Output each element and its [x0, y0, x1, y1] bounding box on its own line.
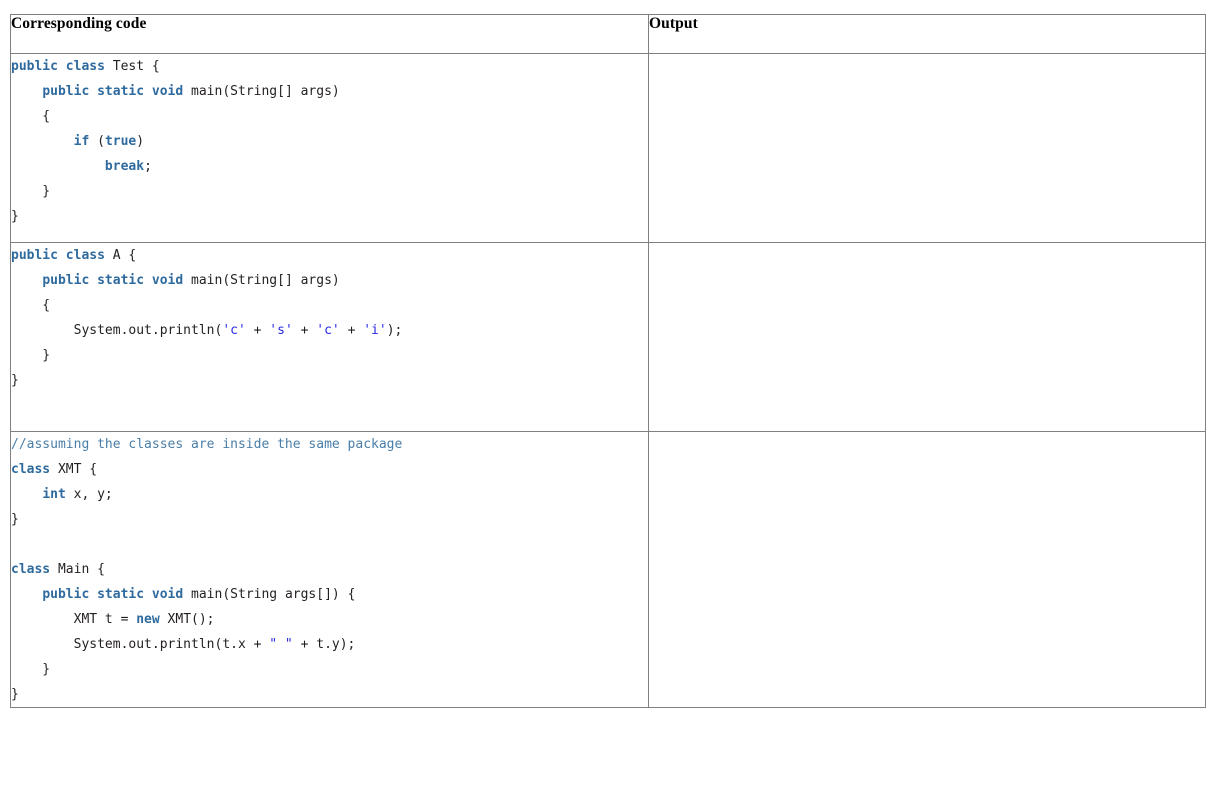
code-token: int: [42, 487, 66, 502]
code-token: XMT();: [159, 612, 215, 627]
output-cell: [648, 53, 1206, 243]
code-token: }: [11, 512, 19, 527]
header-label-output: Output: [649, 15, 698, 32]
code-token: }: [11, 373, 19, 388]
code-token: new: [136, 612, 160, 627]
code-line: public class Test {: [11, 55, 648, 80]
code-line: [12, 532, 648, 557]
code-line: public static void main(String[] args): [12, 79, 648, 104]
code-token: {: [11, 298, 51, 313]
code-token: public static void: [42, 273, 184, 288]
code-token: +: [339, 323, 364, 338]
code-token: +: [292, 323, 317, 338]
code-line: }: [11, 204, 648, 229]
code-token: Test {: [104, 59, 160, 74]
code-block: //assuming the classes are inside the sa…: [11, 433, 648, 707]
code-line: XMT t = new XMT();: [11, 607, 648, 632]
code-token: 'i': [363, 323, 387, 338]
code-token: 'c': [222, 323, 246, 338]
code-token: XMT t =: [11, 612, 137, 627]
code-line: public static void main(String args[]) {: [12, 582, 648, 607]
code-token: A {: [104, 248, 137, 263]
code-block: public class A { public static void main…: [11, 244, 648, 394]
code-line: }: [11, 368, 648, 393]
code-output-table: Corresponding code Output public class T…: [10, 14, 1206, 708]
code-token: [12, 159, 105, 174]
code-cell: public class A { public static void main…: [10, 242, 649, 432]
code-token: {: [11, 109, 51, 124]
table-header-row: Corresponding code Output: [10, 14, 1206, 54]
code-line: class Main {: [11, 557, 648, 582]
code-token: + t.y);: [292, 637, 356, 652]
code-line: {: [11, 104, 648, 129]
code-token: +: [245, 323, 270, 338]
code-line: }: [11, 343, 648, 368]
code-token: [12, 487, 43, 502]
code-token: }: [11, 662, 51, 677]
code-token: }: [11, 687, 19, 702]
code-line: public class A {: [11, 244, 648, 269]
code-token: public class: [11, 59, 105, 74]
code-token: //assuming the classes are inside the sa…: [11, 437, 403, 452]
output-cell: [648, 431, 1206, 708]
code-line: }: [11, 179, 648, 204]
code-token: }: [11, 348, 51, 363]
code-token: }: [11, 209, 19, 224]
code-token: class: [11, 462, 51, 477]
code-token: ): [136, 134, 145, 149]
code-token: );: [386, 323, 403, 338]
table-row: //assuming the classes are inside the sa…: [10, 431, 1206, 708]
code-line: }: [11, 507, 648, 532]
code-token: true: [104, 134, 137, 149]
code-token: ;: [144, 159, 152, 174]
code-line: System.out.println(t.x + " " + t.y);: [11, 632, 648, 657]
table-row: public class A { public static void main…: [10, 242, 1206, 432]
table-header: Corresponding code Output: [10, 14, 1206, 54]
code-token: 's': [269, 323, 293, 338]
code-token: Main {: [50, 562, 105, 577]
code-token: }: [11, 184, 51, 199]
code-token: public class: [11, 248, 105, 263]
code-token: class: [11, 562, 51, 577]
code-line: public static void main(String[] args): [12, 268, 648, 293]
code-line: }: [11, 682, 648, 707]
code-token: [12, 84, 43, 99]
header-cell-output: Output: [648, 14, 1206, 54]
code-token: x, y;: [65, 487, 113, 502]
code-token: main(String[] args): [183, 273, 340, 288]
table-row: public class Test { public static void m…: [10, 53, 1206, 243]
code-line: }: [11, 657, 648, 682]
code-cell: public class Test { public static void m…: [10, 53, 649, 243]
header-cell-code: Corresponding code: [10, 14, 649, 54]
code-line: {: [11, 293, 648, 318]
code-token: (: [89, 134, 105, 149]
output-cell: [648, 242, 1206, 432]
code-token: [12, 134, 74, 149]
table-body: public class Test { public static void m…: [10, 53, 1206, 708]
code-line: break;: [12, 154, 648, 179]
code-cell: //assuming the classes are inside the sa…: [10, 431, 649, 708]
code-token: System.out.println(t.x +: [11, 637, 270, 652]
code-token: System.out.println(: [11, 323, 223, 338]
header-label-code: Corresponding code: [11, 15, 147, 32]
code-line: //assuming the classes are inside the sa…: [11, 433, 648, 458]
code-token: XMT {: [50, 462, 98, 477]
code-token: public static void: [42, 84, 184, 99]
code-token: main(String[] args): [183, 84, 340, 99]
code-token: public static void: [42, 587, 184, 602]
code-line: class XMT {: [11, 457, 648, 482]
code-token: [12, 587, 43, 602]
code-token: " ": [269, 637, 293, 652]
code-block: public class Test { public static void m…: [11, 55, 648, 230]
code-line: if (true): [12, 129, 648, 154]
code-line: System.out.println('c' + 's' + 'c' + 'i'…: [11, 318, 648, 343]
code-token: break: [104, 159, 145, 174]
code-token: 'c': [316, 323, 340, 338]
code-token: main(String args[]) {: [183, 587, 356, 602]
code-line: int x, y;: [12, 482, 648, 507]
code-token: if: [73, 134, 90, 149]
code-token: [12, 273, 43, 288]
